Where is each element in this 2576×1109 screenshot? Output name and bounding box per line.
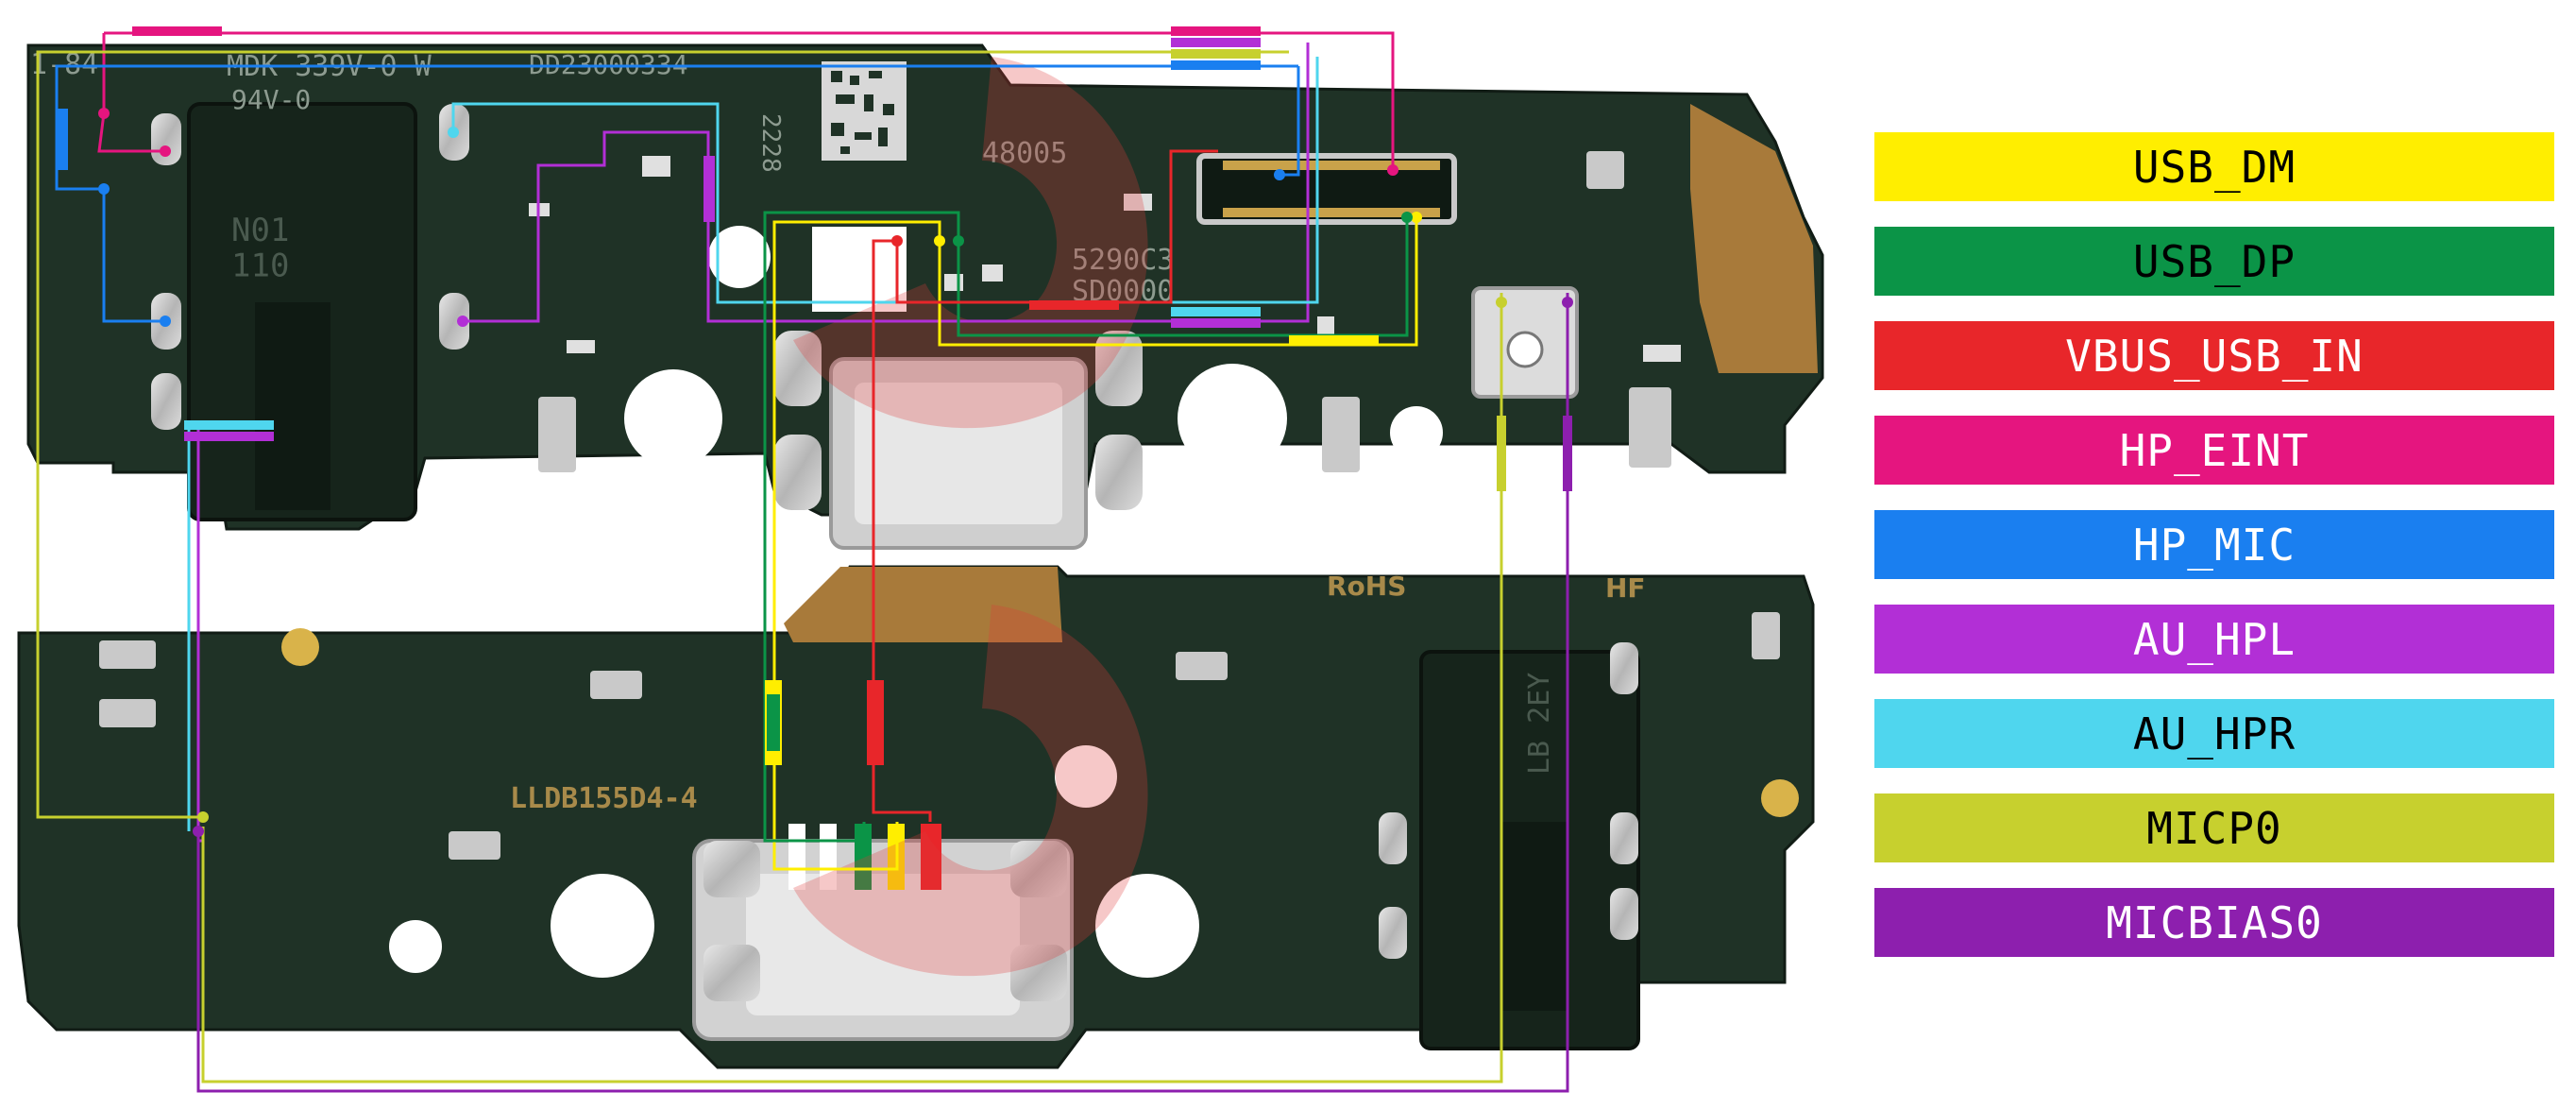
legend-label: AU_HPR — [2132, 708, 2296, 759]
legend-label: MICP0 — [2146, 802, 2282, 854]
legend-label: USB_DP — [2132, 235, 2296, 287]
legend-usb-dp: USB_DP — [1874, 227, 2554, 296]
legend-micp0: MICP0 — [1874, 793, 2554, 862]
legend-label: VBUS_USB_IN — [2065, 330, 2364, 382]
legend-label: AU_HPL — [2132, 613, 2296, 665]
top-48005: 48005 — [982, 137, 1067, 170]
legend-au-hpl: AU_HPL — [1874, 605, 2554, 674]
bottom-copper-area — [784, 567, 1062, 642]
trace-au-hpr — [451, 57, 1319, 304]
trace-au-hpl — [463, 43, 1310, 323]
top-rating: 94V-0 — [231, 84, 311, 115]
legend-label: MICBIAS0 — [2106, 896, 2323, 948]
legend-label: HP_EINT — [2119, 424, 2310, 476]
top-2228: 2228 — [756, 113, 785, 173]
rohs-marking: RoHS — [1327, 571, 1406, 602]
bottom-board: RoHS HF LLDB155D4-4 LB 2EY — [17, 565, 1815, 1069]
legend-hp-eint: HP_EINT — [1874, 416, 2554, 485]
trace-hp-mic — [1280, 66, 1300, 177]
bottom-board-outline — [17, 565, 1815, 1069]
hf-marking: HF — [1605, 572, 1646, 604]
legend-label: HP_MIC — [2132, 519, 2296, 571]
legend-au-hpr: AU_HPR — [1874, 699, 2554, 768]
legend-usb-dm: USB_DM — [1874, 132, 2554, 201]
jack-marking-bottom: LB 2EY — [1523, 673, 1556, 775]
trace-micbias0 — [196, 293, 1569, 1093]
trace-hp-eint — [97, 33, 165, 153]
legend-vbus-usb-in: VBUS_USB_IN — [1874, 321, 2554, 390]
signal-legend: USB_DM USB_DP VBUS_USB_IN HP_EINT HP_MIC… — [1874, 132, 2554, 982]
top-copper-area — [1690, 104, 1818, 373]
bottom-code: LLDB155D4-4 — [510, 782, 698, 815]
signal-traces — [36, 26, 1573, 1093]
legend-micbias0: MICBIAS0 — [1874, 888, 2554, 957]
top-date-1: 5290C3 — [1072, 244, 1174, 277]
trace-micp0 — [36, 50, 1289, 819]
legend-label: USB_DM — [2132, 141, 2296, 193]
legend-hp-mic: HP_MIC — [1874, 510, 2554, 579]
